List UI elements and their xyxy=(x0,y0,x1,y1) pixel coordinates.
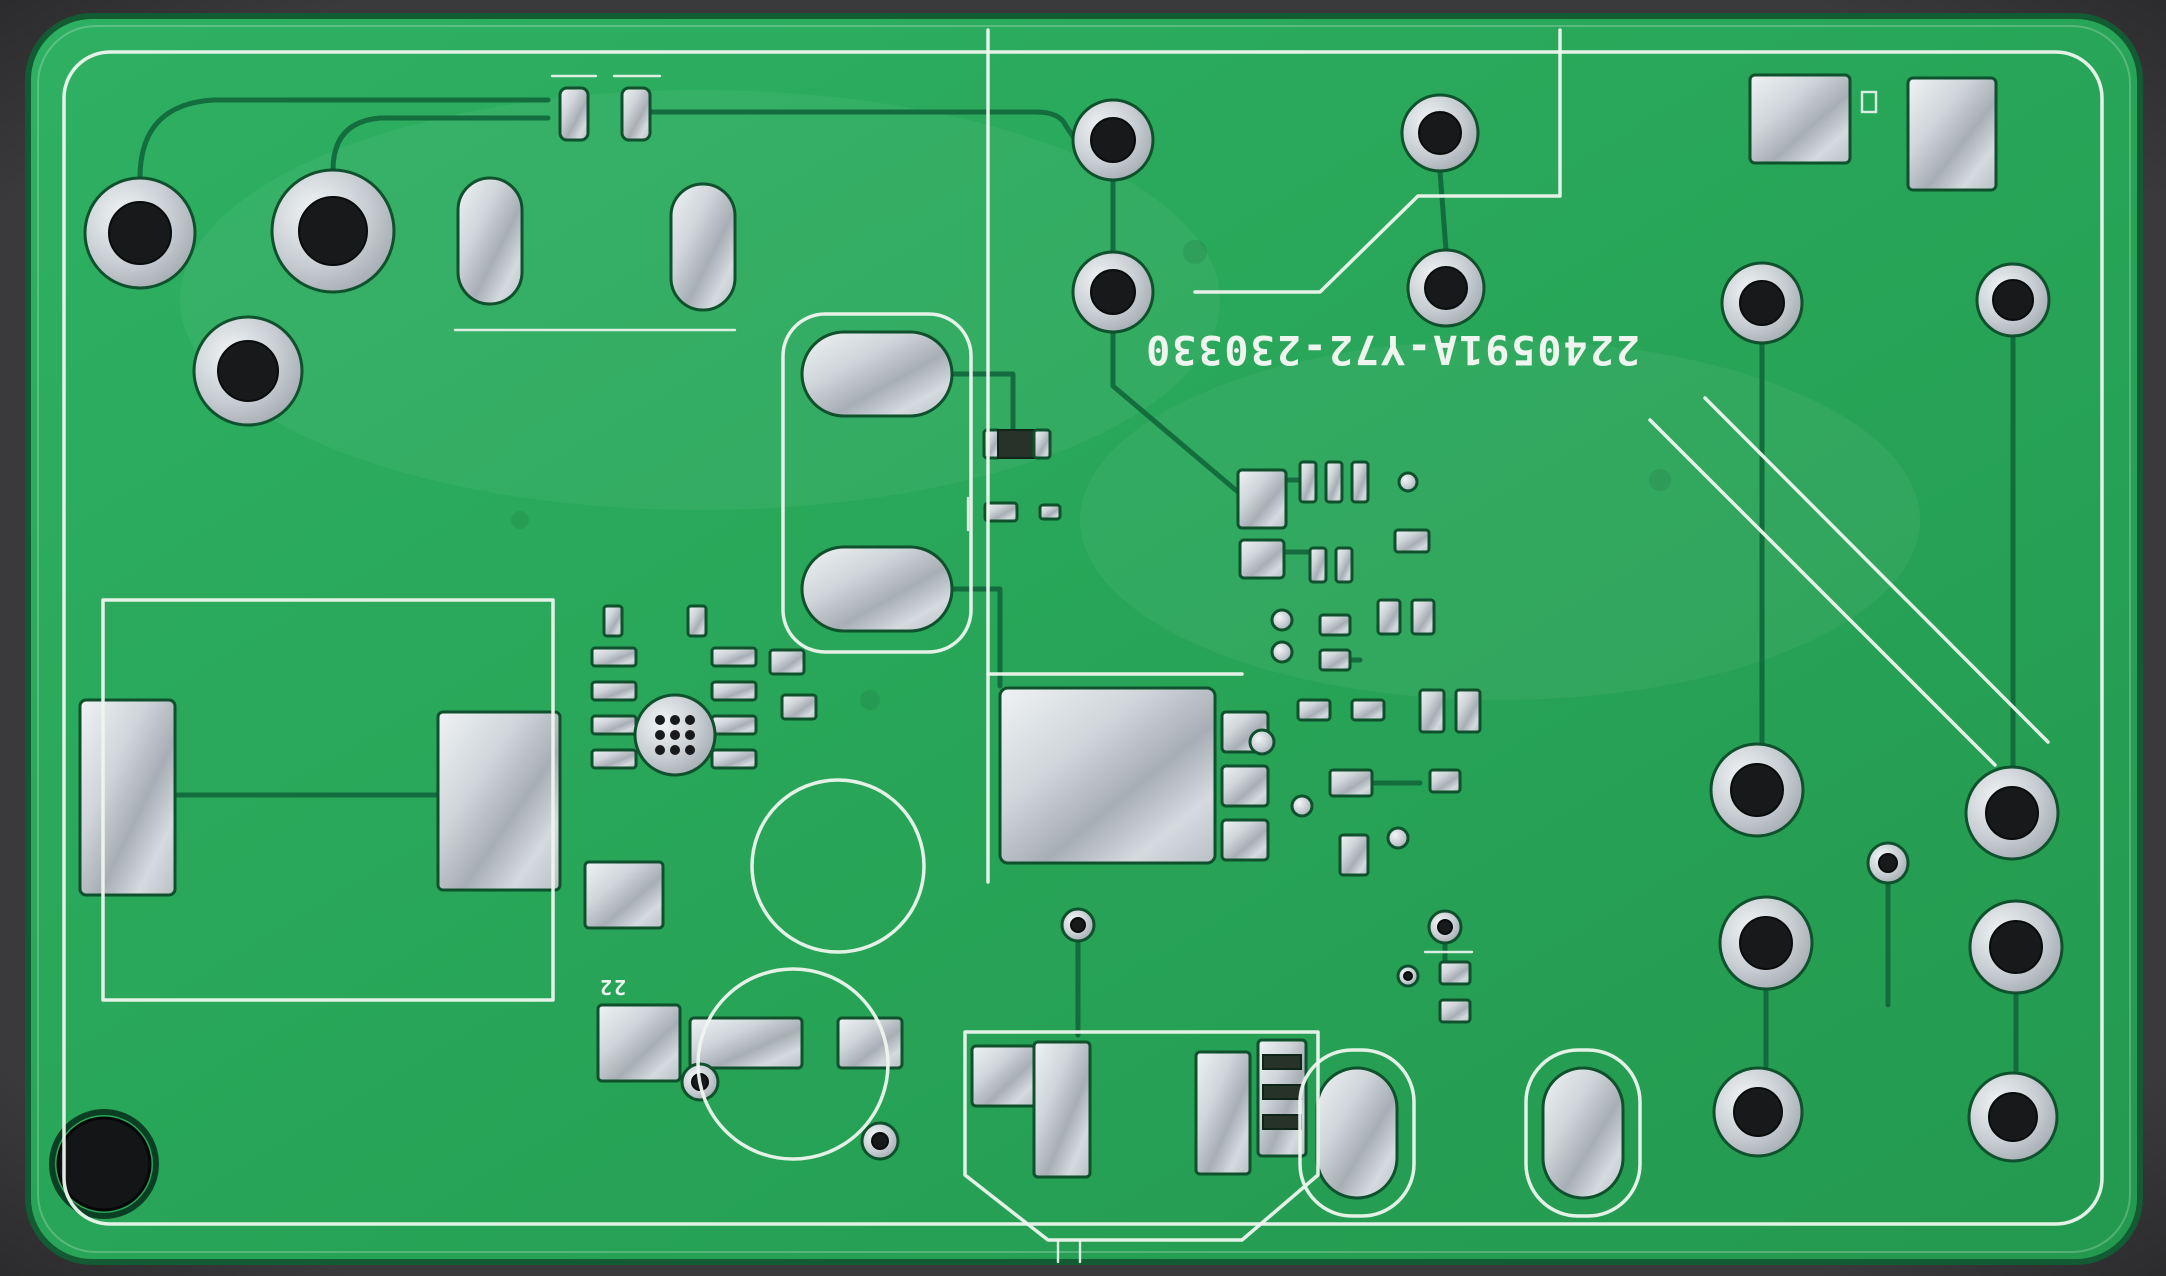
mounting-hole-pad xyxy=(270,168,396,294)
top-right-square-pads xyxy=(1748,73,1998,192)
soic-footprint xyxy=(590,604,818,777)
through-pad xyxy=(1967,1071,2059,1163)
through-pad xyxy=(1709,742,1805,838)
silkscreen: 2240591A-Y72-230330 22 xyxy=(62,28,2104,1264)
crystal-pads xyxy=(800,330,954,633)
through-pad xyxy=(1975,262,2051,338)
lower-left-square-pads xyxy=(583,860,904,1083)
through-pad xyxy=(1964,765,2060,861)
via xyxy=(1396,964,1420,988)
connector-outline xyxy=(963,1030,1320,1242)
silkscreen-border xyxy=(62,50,2104,1226)
board-small-label: 22 xyxy=(598,975,626,999)
capacitor-outline xyxy=(750,778,926,954)
smd-pads xyxy=(78,73,1998,1200)
copper-traces xyxy=(137,97,2019,1074)
small-component-pads xyxy=(1438,960,1472,1024)
through-pad xyxy=(1400,93,1480,173)
surface-smudge xyxy=(1183,240,1207,264)
center-large-pad xyxy=(998,686,1270,865)
through-pad xyxy=(1718,895,1814,991)
polarity-mark xyxy=(1860,90,1878,114)
through-pad xyxy=(1712,1066,1804,1158)
silkscreen-diagonal xyxy=(1648,418,1997,767)
crystal-outline xyxy=(781,312,973,654)
connector-pads xyxy=(970,1038,1308,1179)
connector-leader-lines xyxy=(1056,1238,1082,1264)
oval-pad-outline xyxy=(1524,1048,1642,1218)
mounting-hole-pad xyxy=(83,176,197,290)
through-pad xyxy=(1720,261,1804,345)
through-pad xyxy=(1406,248,1486,328)
through-pad xyxy=(1071,250,1155,334)
smd-ic-cluster xyxy=(1236,460,1482,877)
capacitor-outline xyxy=(696,967,890,1161)
board-substrate xyxy=(25,13,2143,1265)
pcb-board xyxy=(25,13,2143,1265)
silkscreen-diagonal xyxy=(1703,396,2050,744)
silkscreen-divider-line xyxy=(1193,28,1562,294)
top-small-pad-pair xyxy=(558,86,652,142)
via xyxy=(1427,909,1463,945)
board-serial-label: 2240591A-Y72-230330 xyxy=(1144,326,1640,372)
light-sheen xyxy=(1080,340,1920,700)
surface-smudge xyxy=(860,690,880,710)
via xyxy=(1866,841,1910,885)
via xyxy=(860,1121,900,1161)
oval-pad-pair-top xyxy=(456,176,737,312)
mounting-hole-pad xyxy=(192,315,304,427)
oval-pad-outline xyxy=(1298,1048,1416,1218)
through-hole-pads xyxy=(49,93,2064,1219)
surface-smudge xyxy=(511,511,529,529)
via xyxy=(1060,907,1096,943)
surface-smudge xyxy=(1649,469,1671,491)
through-pad xyxy=(1071,98,1155,182)
through-pad xyxy=(1968,899,2064,995)
board-edge-highlight xyxy=(37,25,2131,1253)
bottom-oval-pads xyxy=(1315,1066,1625,1200)
unplated-hole xyxy=(49,1109,159,1219)
left-component-outline xyxy=(101,598,555,1002)
thermal-vias xyxy=(655,715,695,755)
